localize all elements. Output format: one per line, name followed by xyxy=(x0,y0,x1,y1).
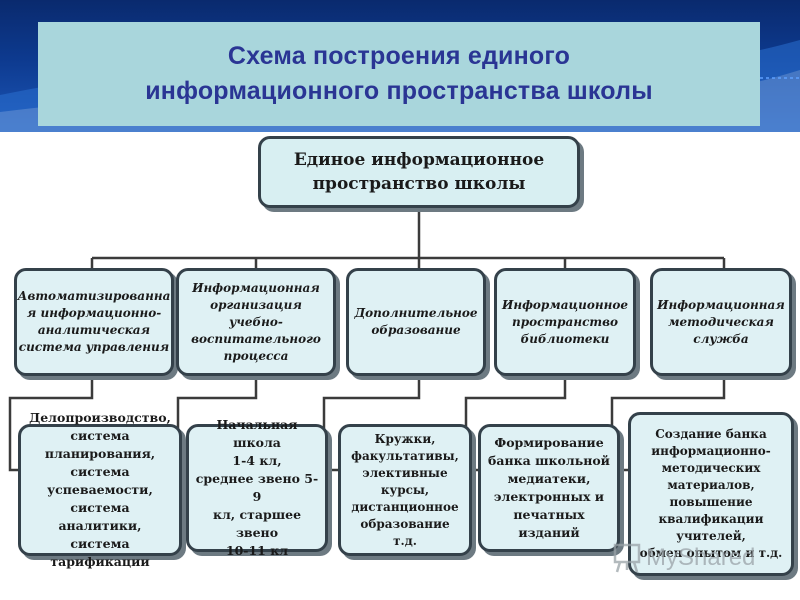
title-box: Схема построения единого информационного… xyxy=(38,22,760,126)
branch-node-methodical-service: Информационная методическая служба xyxy=(650,268,792,376)
root-node: Единое информационное пространство школы xyxy=(258,136,580,208)
detail-node-library-space: Формирование банка школьной медиатеки, э… xyxy=(478,424,620,552)
branch-node-library-space: Информационное пространство библиотеки xyxy=(494,268,636,376)
detail-node-management-system: Делопроизводство, система планирования, … xyxy=(18,410,182,569)
detail-node-methodical-service: Создание банка информационно- методическ… xyxy=(628,412,794,576)
slide-title: Схема построения единого информационного… xyxy=(145,42,653,105)
branch-node-management-system: Автоматизированна я информационно- анали… xyxy=(14,268,174,376)
branch-node-educational-process: Информационная организация учебно- воспи… xyxy=(176,268,336,376)
branch-node-additional-education: Дополнительное образование xyxy=(346,268,486,376)
presentation-board-icon xyxy=(613,543,641,573)
detail-node-additional-education: Кружки, факультативы, элективные курсы, … xyxy=(338,424,472,556)
watermark-text: MyShared xyxy=(646,544,756,571)
watermark: MyShared xyxy=(612,540,792,576)
detail-node-educational-process: Начальная школа 1-4 кл, среднее звено 5-… xyxy=(186,417,328,558)
